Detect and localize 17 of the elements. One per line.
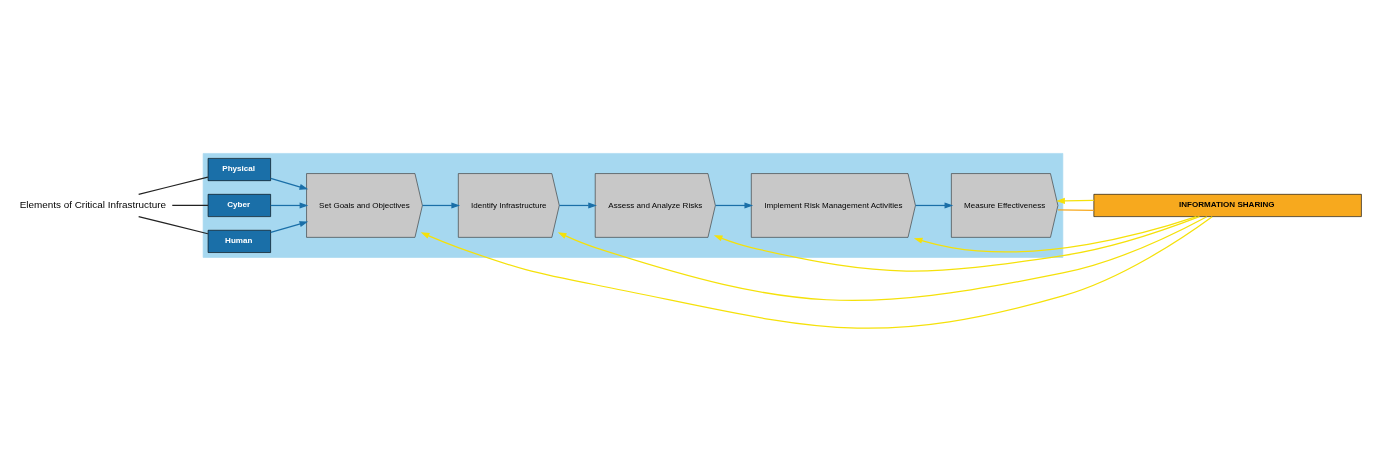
connector <box>171 204 209 206</box>
arrow <box>421 201 461 208</box>
arrow <box>270 201 309 208</box>
arrow <box>270 177 309 190</box>
arrow <box>557 215 1208 301</box>
connector <box>138 176 209 195</box>
arrow <box>558 201 597 208</box>
arrow <box>270 220 309 233</box>
connector <box>138 215 209 234</box>
connector <box>1057 208 1095 211</box>
arrow <box>713 215 1201 272</box>
arrow <box>714 201 754 208</box>
arrow <box>1056 197 1095 204</box>
arrow <box>913 215 1197 252</box>
node-text: Elements of Critical Infrastructure <box>19 198 167 210</box>
arrow <box>420 215 1213 329</box>
arrow <box>914 201 954 208</box>
